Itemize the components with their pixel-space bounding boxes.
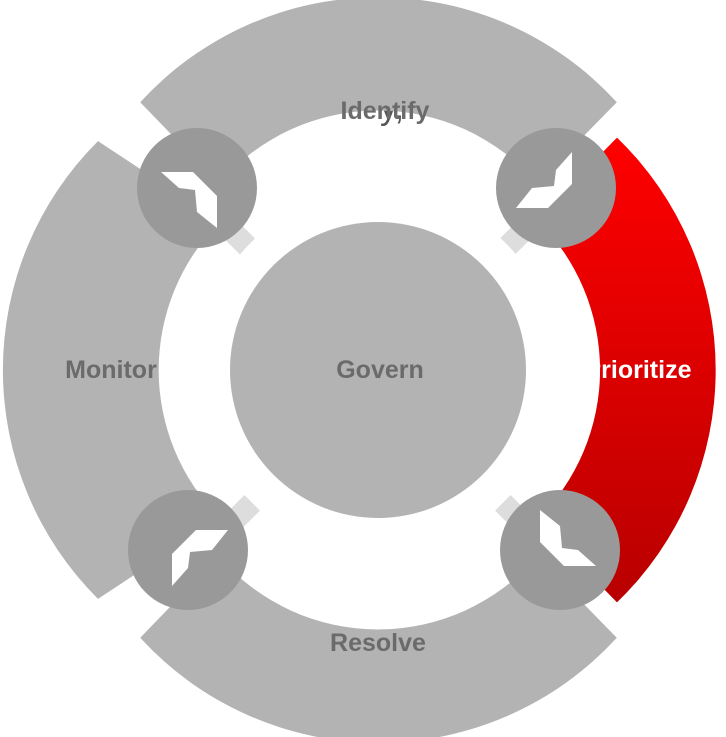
node-bottom-left [128,490,248,610]
node-bottom-right [500,490,620,610]
segment-resolve [140,556,617,737]
chevron-arrow-icon [516,152,572,208]
chevron-arrow-icon [161,172,217,228]
label-resolve: Resolve [330,629,426,657]
node-top-left [137,128,257,248]
chevron-arrow-icon [540,510,596,566]
chevron-arrow-icon [172,530,228,586]
center-circle [230,222,526,518]
label-monitor: Monitor [65,356,157,384]
segment-monitor [2,141,220,599]
segment-prioritize [536,137,716,603]
label-prioritize: Prioritize [585,356,692,384]
segment-identify [140,0,617,184]
label-identify: Identify [341,97,430,125]
label-govern: Govern [336,356,424,384]
node-top-right [496,128,616,248]
